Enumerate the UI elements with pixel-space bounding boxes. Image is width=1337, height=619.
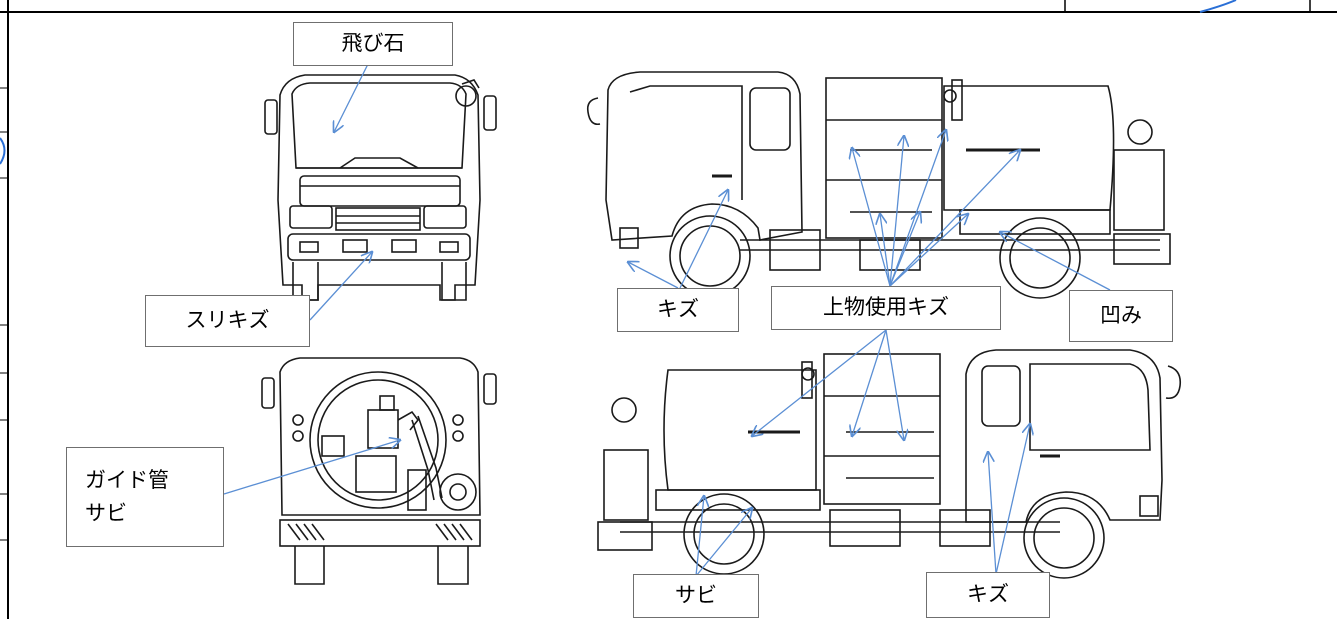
arrow-uwamono-10 [885, 329, 904, 440]
arrow-uwamono-5 [880, 214, 891, 287]
label-guide-line1: ガイド管 [85, 468, 169, 493]
arrow-kizu-bottom-2 [995, 424, 1030, 575]
label-tobiishi: 飛び石 [293, 22, 453, 66]
arrow-kizu-top-1 [628, 262, 679, 289]
label-guide-sabi: ガイド管 サビ [66, 447, 224, 547]
label-guide-line2: サビ [85, 501, 127, 525]
label-uwamono-text: 上物使用キズ [823, 295, 949, 320]
label-kizu-top: キズ [617, 288, 739, 332]
arrow-hekomi [1000, 232, 1111, 291]
arrow-uwamono-4 [889, 150, 1020, 287]
truck-front-view [264, 74, 497, 301]
label-kizu-bottom: キズ [926, 572, 1050, 618]
arrow-kizu-top-2 [679, 190, 728, 289]
label-surikizu: スリキズ [145, 295, 310, 347]
arrow-uwamono-1 [852, 148, 891, 287]
arrow-guide-sabi [223, 440, 400, 495]
arrow-uwamono-8 [752, 329, 887, 436]
arrow-uwamono-6 [889, 212, 920, 287]
label-kizu-top-text: キズ [657, 297, 699, 322]
arrow-uwamono-7 [889, 214, 968, 287]
label-uwamono: 上物使用キズ [771, 286, 1001, 330]
label-tobiishi-text: 飛び石 [341, 31, 405, 56]
arrow-uwamono-2 [889, 136, 904, 287]
label-kizu-bottom-text: キズ [967, 582, 1009, 607]
arrow-kizu-bottom-1 [988, 452, 997, 575]
label-surikizu-text: スリキズ [185, 308, 270, 333]
annotation-arrows [223, 63, 1111, 577]
label-hekomi-text: 凹み [1100, 303, 1142, 328]
arrow-surikizu [309, 252, 372, 321]
arrow-sabi-1 [695, 496, 704, 577]
truck-side-view-left [586, 71, 1171, 299]
arrow-uwamono-9 [852, 329, 887, 436]
stamp-circle-fragment [0, 0, 1237, 165]
arrow-uwamono-3 [889, 130, 946, 287]
label-hekomi: 凹み [1069, 290, 1173, 342]
arrow-tobiishi [334, 63, 369, 132]
truck-rear-view [261, 357, 497, 585]
label-sabi-bottom-text: サビ [675, 583, 717, 608]
arrow-sabi-2 [695, 508, 752, 577]
label-sabi-bottom: サビ [633, 574, 759, 618]
